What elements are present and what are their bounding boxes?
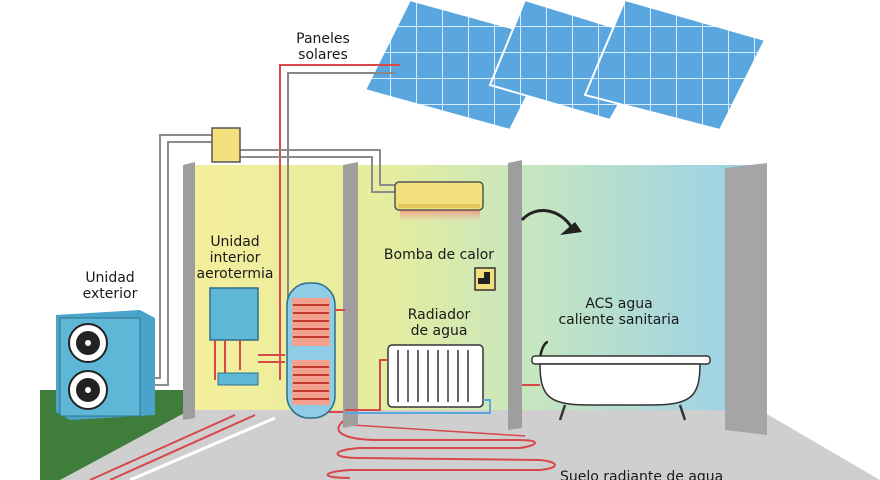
floor: [60, 410, 880, 480]
label-line: ACS agua: [585, 296, 653, 312]
label-suelo-radiante: Suelo radiante de agua: [560, 469, 724, 480]
label-line: exterior: [82, 286, 138, 302]
solar-panels: [363, 0, 767, 132]
label-line: aerotermia: [196, 266, 274, 282]
label-acs: ACS agua caliente sanitaria: [538, 296, 700, 328]
label-radiador: Radiador de agua: [390, 307, 488, 339]
label-line: interior: [209, 250, 261, 266]
indoor-unit: [209, 287, 285, 386]
label-bomba-de-calor: Bomba de calor: [383, 247, 495, 263]
air-conditioner-icon: [394, 181, 484, 222]
underfloor-heating: [326, 419, 556, 479]
shower-icon: [520, 209, 582, 235]
wall-pillars: [183, 160, 767, 435]
outdoor-unit: [56, 310, 155, 420]
label-line: solares: [298, 47, 348, 63]
fan-icon: [68, 323, 108, 363]
control-box: [211, 127, 241, 163]
thermostat-icon: [474, 267, 496, 291]
label-unidad-interior: Unidad interior aerotermia: [185, 234, 285, 282]
label-paneles-solares: Paneles solares: [270, 31, 376, 63]
solar-pipes: [279, 64, 400, 380]
label-line: Radiador: [407, 307, 471, 323]
label-line: Paneles: [296, 31, 350, 47]
radiator-icon: [345, 344, 491, 414]
label-line: Unidad: [210, 234, 260, 250]
label-unidad-exterior: Unidad exterior: [62, 270, 158, 302]
label-line: Unidad: [85, 270, 135, 286]
sun-panel-icon: [363, 0, 557, 132]
bathtub-icon: [522, 340, 711, 421]
tank-icon: [286, 282, 345, 419]
label-line: caliente sanitaria: [558, 312, 680, 328]
label-line: de agua: [410, 323, 468, 339]
fan-icon: [68, 370, 108, 410]
sun-panel-icon: [583, 0, 767, 132]
